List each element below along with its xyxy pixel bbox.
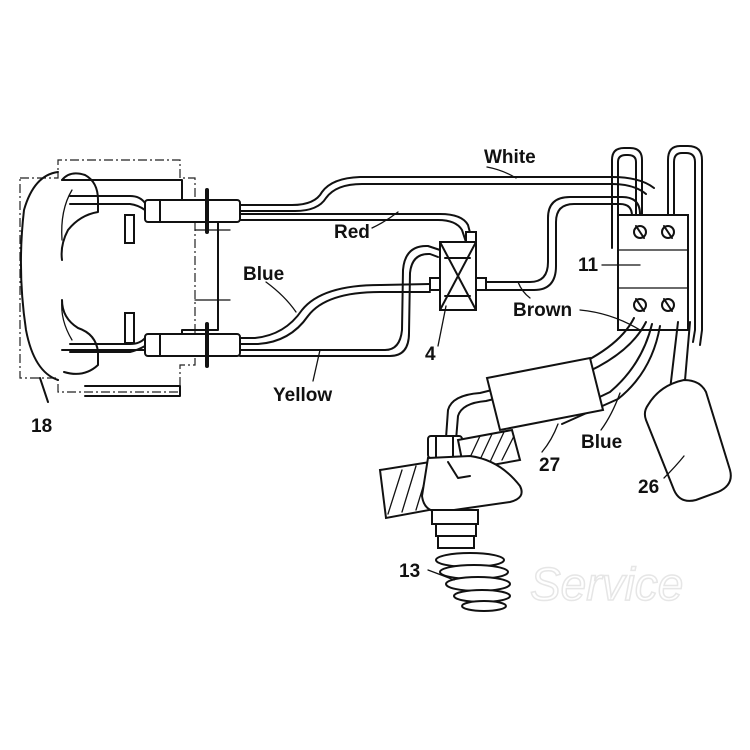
burner-housing-18 <box>19 159 231 403</box>
label-blue-upper: Blue <box>243 264 284 285</box>
wire-white <box>239 176 655 212</box>
terminal-block-11 <box>611 145 703 346</box>
label-blue-lower: Blue <box>581 432 622 453</box>
wire-labels: White Red Blue Yellow Brown Blue <box>243 147 622 453</box>
upper-electrode-insulator <box>144 188 241 234</box>
gas-valve-13 <box>378 428 523 612</box>
label-yellow: Yellow <box>273 385 332 406</box>
callout-18: 18 <box>31 416 52 437</box>
callout-26: 26 <box>638 477 659 498</box>
callout-numbers: 18 4 11 27 26 13 <box>31 255 659 582</box>
wire-yellow <box>239 244 441 357</box>
transformer-4 <box>429 231 487 311</box>
wire-blue-upper <box>239 283 431 345</box>
lower-electrode-insulator <box>144 322 241 368</box>
label-brown: Brown <box>513 300 572 321</box>
sleeve-27 <box>485 356 605 432</box>
thermostat-26 <box>643 321 732 502</box>
callout-27: 27 <box>539 455 560 476</box>
wire-brown <box>479 196 641 291</box>
leader-lines <box>265 166 685 581</box>
wire-red <box>239 213 473 243</box>
watermark-text: Service <box>530 558 683 610</box>
callout-13: 13 <box>399 561 420 582</box>
callout-11: 11 <box>578 255 599 276</box>
callout-4: 4 <box>425 344 436 365</box>
label-white: White <box>484 147 536 168</box>
label-red: Red <box>334 222 370 243</box>
